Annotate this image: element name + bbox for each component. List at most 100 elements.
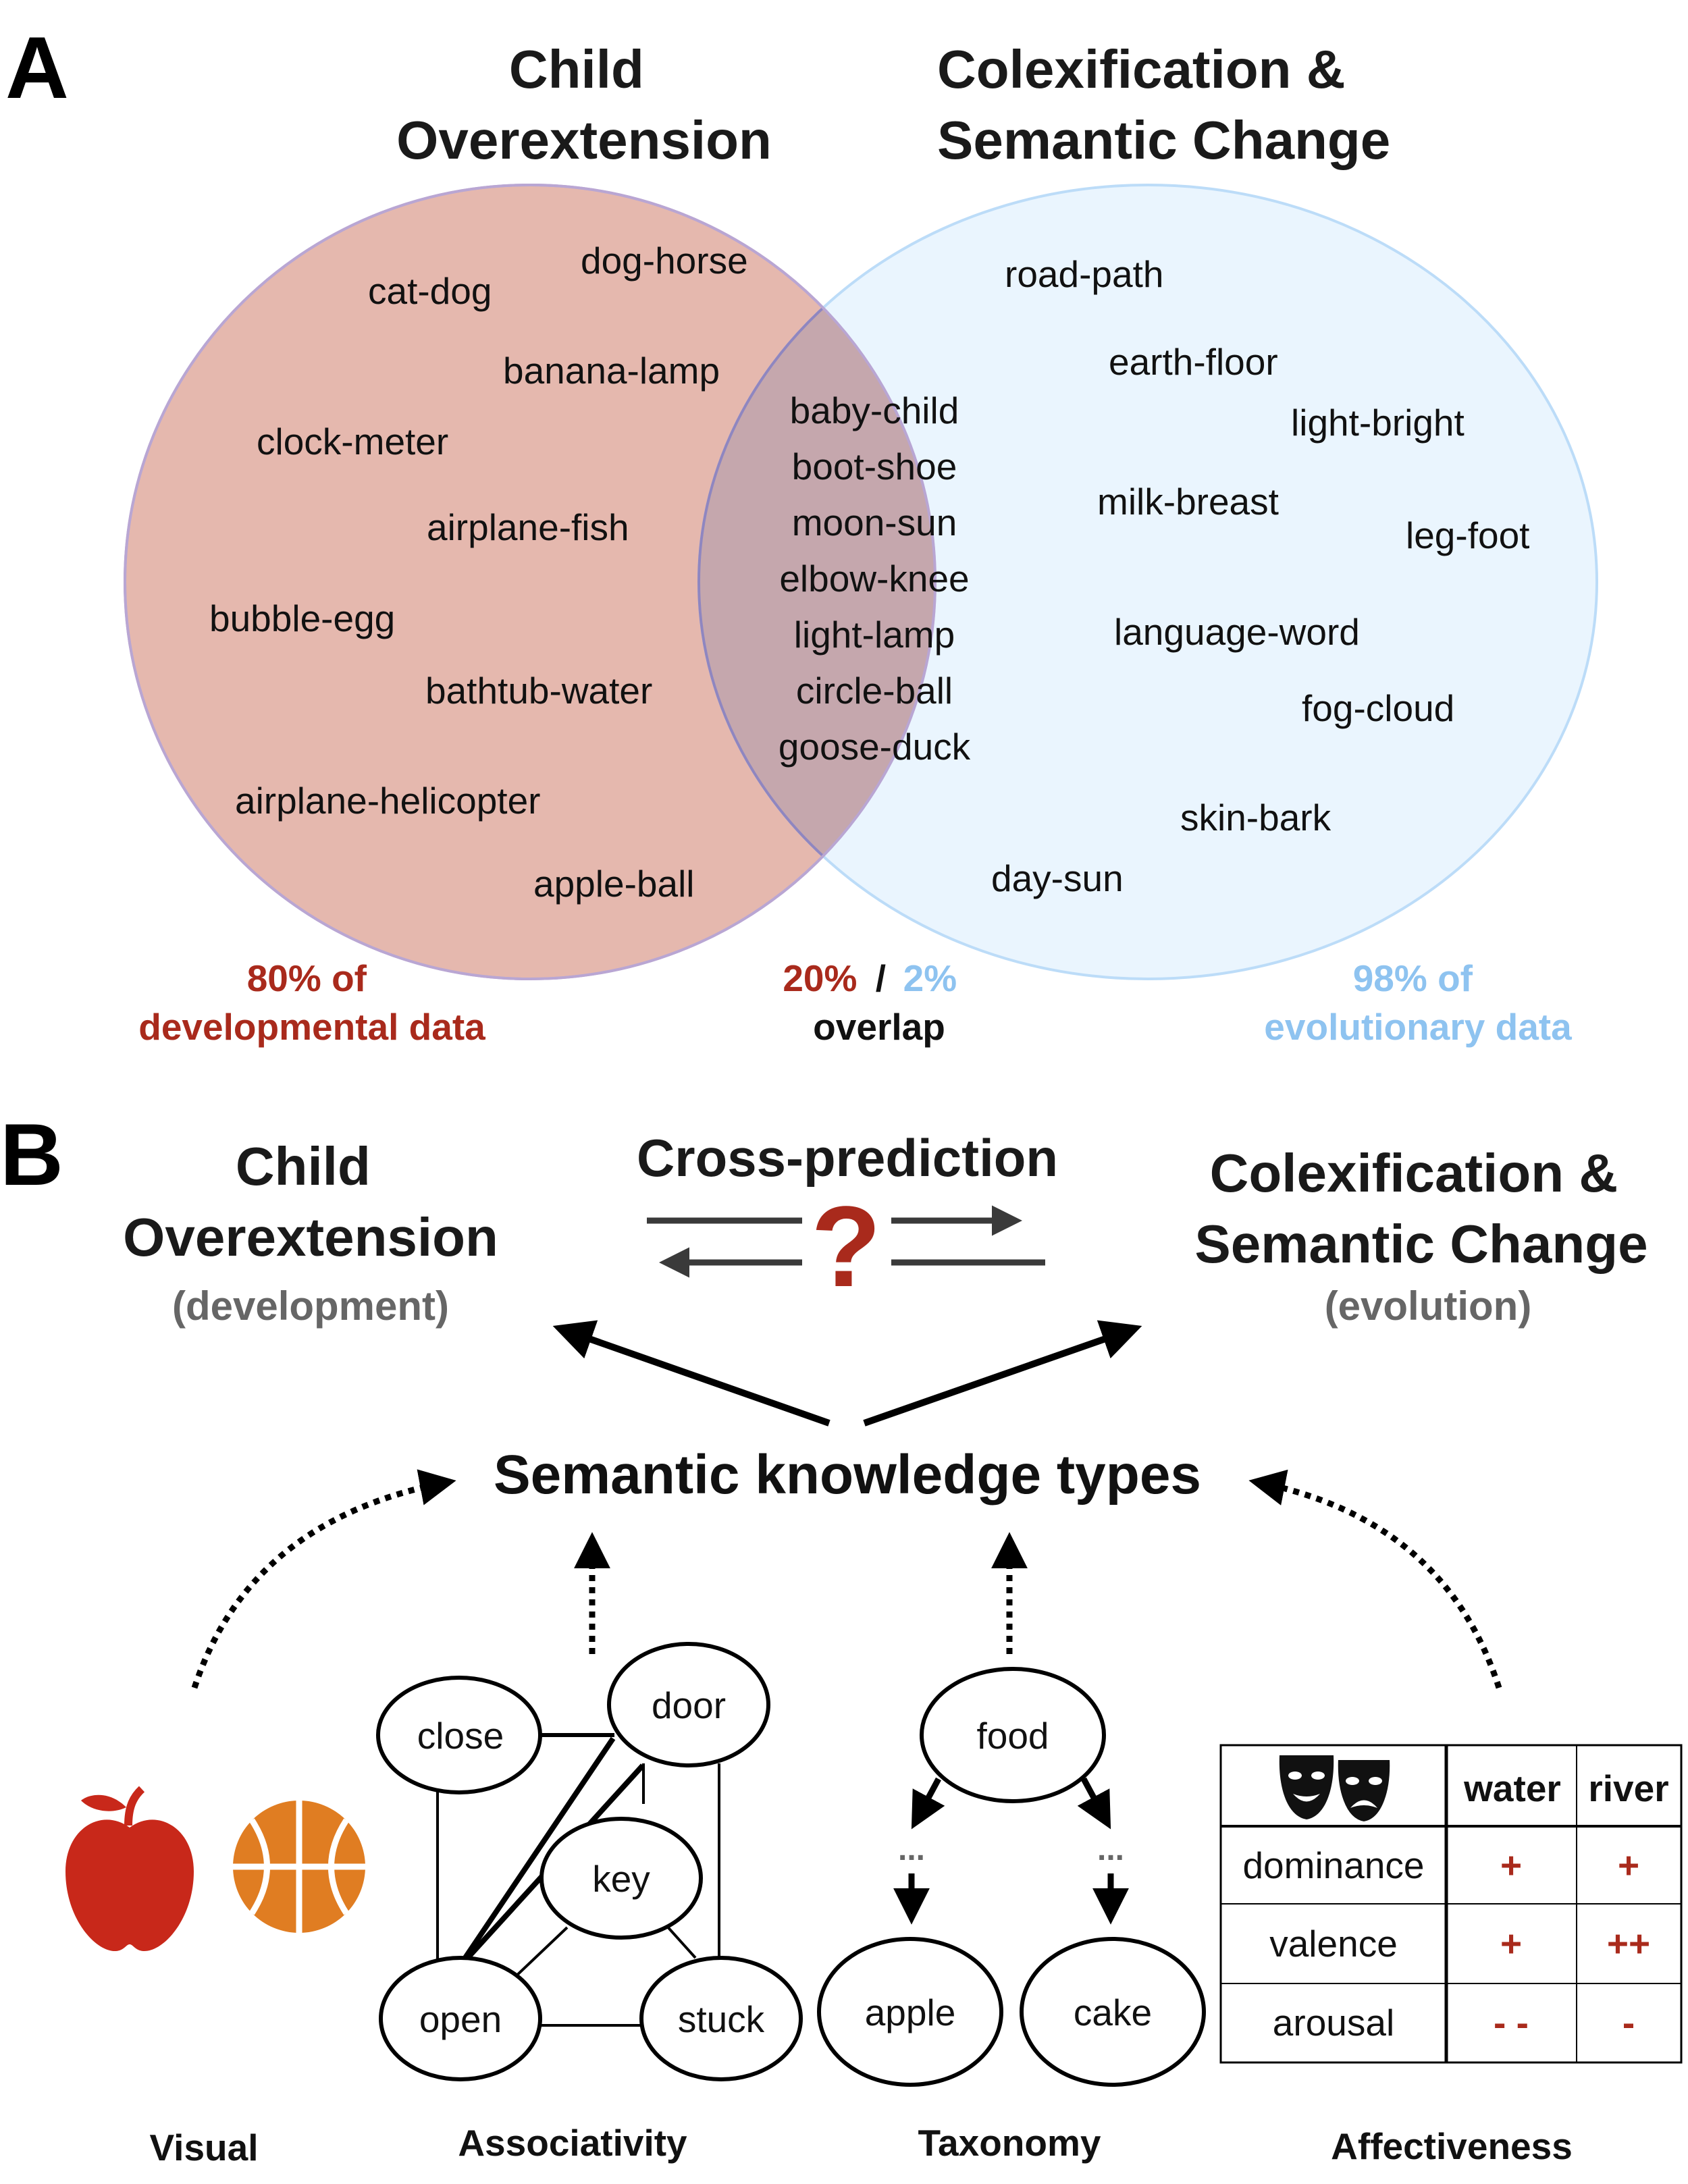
panel-a-letter: A <box>5 18 69 117</box>
cell-valence-river: ++ <box>1607 1923 1650 1965</box>
left-item: apple-ball <box>533 863 695 905</box>
cross-prediction-arrows <box>647 1205 1045 1278</box>
overlap-item: elbow-knee <box>779 558 969 600</box>
dev-subtitle: (development) <box>172 1283 449 1329</box>
right-item: earth-floor <box>1109 341 1278 383</box>
panel-a: A Child Overextension Colexification & S… <box>5 18 1598 1048</box>
left-item: clock-meter <box>257 421 448 462</box>
overlap-stat: 20% / 2% overlap <box>783 957 967 1048</box>
row-label-valence: valence <box>1269 1923 1398 1965</box>
evo-title-line2: Semantic Change <box>1194 1214 1647 1274</box>
left-item: airplane-helicopter <box>235 780 541 822</box>
arrow-to-evolution <box>863 1320 1142 1427</box>
evo-subtitle: (evolution) <box>1325 1283 1532 1329</box>
taxonomy-ellipsis-right: ... <box>1097 1832 1124 1867</box>
node-door <box>607 1642 770 1767</box>
cell-dominance-water: + <box>1500 1844 1522 1886</box>
taxonomy-ellipsis-left: ... <box>898 1832 925 1867</box>
overlap-stat-left-pct: 20% <box>783 957 857 999</box>
node-key-label: key <box>592 1858 650 1900</box>
evo-title: Colexification & Semantic Change <box>1194 1143 1647 1274</box>
venn-right-title: Colexification & Semantic Change <box>937 39 1390 170</box>
right-item: road-path <box>1005 253 1163 295</box>
row-label-dominance: dominance <box>1242 1844 1424 1886</box>
cell-arousal-water: - - <box>1494 2002 1529 2044</box>
taxonomy-tree: ... ... food apple cake <box>817 1667 1206 2087</box>
affectiveness-table: water river dominance valence arousal + … <box>1219 1744 1683 2064</box>
node-door-label: door <box>652 1684 726 1726</box>
node-apple-label: apple <box>865 1992 956 2033</box>
overlap-items: baby-child boot-shoe moon-sun elbow-knee… <box>779 390 971 768</box>
cell-valence-water: + <box>1500 1923 1522 1965</box>
dotted-arrow-visual <box>191 1469 456 1689</box>
row-label-arousal: arousal <box>1273 2002 1394 2044</box>
node-open <box>379 1956 542 2081</box>
dev-title-line2: Overextension <box>123 1207 498 1267</box>
node-close <box>376 1676 542 1794</box>
arrow-to-development <box>552 1320 830 1427</box>
venn-left-title: Child Overextension <box>396 39 772 170</box>
overlap-stat-label: overlap <box>813 1006 945 1048</box>
right-item: fog-cloud <box>1302 687 1454 729</box>
node-stuck <box>639 1956 803 2081</box>
right-only-items: road-path earth-floor light-bright milk-… <box>991 253 1529 899</box>
overlap-item: light-lamp <box>794 614 955 656</box>
left-stat: 80% of developmental data <box>138 957 485 1048</box>
right-item: language-word <box>1114 611 1360 653</box>
overlap-item: boot-shoe <box>792 446 957 487</box>
associativity-label: Associativity <box>458 2122 687 2164</box>
node-food-label: food <box>976 1715 1049 1757</box>
right-item: milk-breast <box>1097 481 1279 523</box>
basketball-icon <box>233 1801 365 1933</box>
cross-prediction-label: Cross-prediction <box>637 1128 1058 1188</box>
overlap-stat-sep: / <box>876 957 886 999</box>
right-item: skin-bark <box>1180 797 1331 838</box>
overlap-item: circle-ball <box>796 670 953 712</box>
venn-right-title-line2: Semantic Change <box>937 110 1390 170</box>
overlap-stat-right-pct: 2% <box>903 957 957 999</box>
venn-left-title-line1: Child <box>509 39 644 99</box>
apple-icon <box>65 1786 194 1952</box>
right-stat: 98% of evolutionary data <box>1264 957 1572 1048</box>
node-close-label: close <box>417 1715 504 1757</box>
evo-title-line1: Colexification & <box>1210 1143 1618 1203</box>
dev-title-line1: Child <box>236 1136 371 1196</box>
left-item: bathtub-water <box>425 670 652 712</box>
node-key <box>539 1817 703 1940</box>
col-header-river: river <box>1588 1767 1668 1809</box>
node-cake-label: cake <box>1074 1992 1152 2033</box>
node-open-label: open <box>419 1998 502 2040</box>
right-item: day-sun <box>991 857 1124 899</box>
right-stat-line2: evolutionary data <box>1264 1006 1572 1048</box>
associativity-graph: close door key open stuck <box>376 1642 803 2081</box>
taxonomy-label: Taxonomy <box>918 2122 1101 2164</box>
left-item: bubble-egg <box>209 597 395 639</box>
col-header-water: water <box>1463 1767 1561 1809</box>
left-stat-line1: 80% of <box>247 957 367 999</box>
cell-dominance-river: + <box>1618 1844 1639 1886</box>
right-stat-line1: 98% of <box>1353 957 1473 999</box>
node-stuck-label: stuck <box>678 1998 765 2040</box>
visual-label: Visual <box>149 2127 258 2168</box>
panel-b: B Child Overextension (development) Cole… <box>0 1105 1683 2168</box>
affectiveness-label: Affectiveness <box>1331 2125 1573 2167</box>
panel-b-letter: B <box>0 1105 63 1204</box>
left-item: airplane-fish <box>427 506 629 548</box>
node-cake <box>1020 1937 1206 2087</box>
cell-arousal-river: - <box>1623 2002 1635 2044</box>
left-only-items: cat-dog dog-horse banana-lamp clock-mete… <box>209 240 748 905</box>
venn-left-title-line2: Overextension <box>396 110 772 170</box>
left-item: dog-horse <box>581 240 748 282</box>
left-item: banana-lamp <box>503 350 720 392</box>
semantic-knowledge-title: Semantic knowledge types <box>494 1444 1201 1506</box>
right-item: leg-foot <box>1406 514 1529 556</box>
left-item: cat-dog <box>368 270 492 312</box>
overlap-item: goose-duck <box>779 726 971 768</box>
overlap-item: baby-child <box>790 390 959 431</box>
question-mark: ? <box>811 1183 881 1311</box>
right-item: light-bright <box>1291 402 1465 444</box>
overlap-item: moon-sun <box>792 502 957 543</box>
dotted-arrows <box>191 1469 1502 1689</box>
left-stat-line2: developmental data <box>138 1006 485 1048</box>
